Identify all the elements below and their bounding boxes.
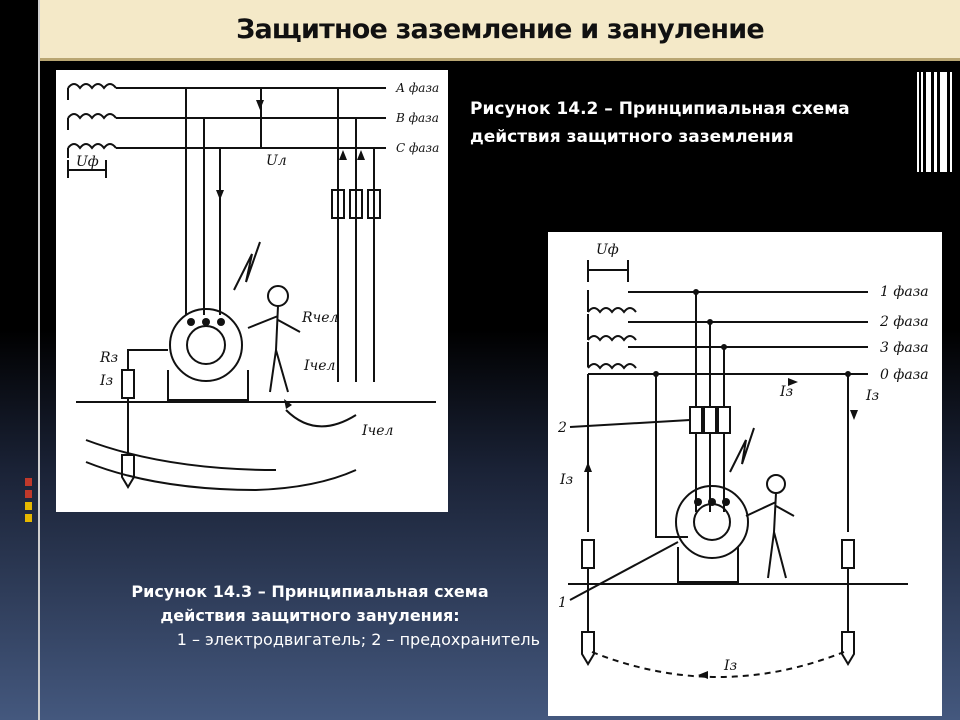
label-phase-1: 1 фаза (880, 284, 929, 300)
neutralization-diagram-svg: Uф 1 фаза 2 фаза 3 фаза 0 фаза Iз Iз Iз … (557, 242, 929, 679)
decor-squares-left (25, 478, 35, 528)
label-i-z-mid: Iз (779, 384, 793, 400)
grounding-diagram: А фаза В фаза С фаза Uф Uл Rчел Iчел Iче… (56, 70, 448, 512)
title-bar: Защитное заземление и зануление (40, 0, 960, 61)
decor-bars-right (917, 72, 957, 172)
grounding-caption-line2: действия защитного заземления (470, 127, 794, 147)
left-divider-line (38, 0, 40, 720)
neutralization-diagram: Uф 1 фаза 2 фаза 3 фаза 0 фаза Iз Iз Iз … (548, 232, 942, 716)
neutralization-caption-line3: 1 – электродвигатель; 2 – предохранитель (176, 630, 540, 649)
label-i-z-right: Iз (865, 388, 879, 404)
label-i-person-ground: Iчел (361, 423, 393, 439)
label-u-line: Uл (266, 153, 287, 169)
label-u-phase: Uф (76, 154, 99, 170)
label-phase-b: В фаза (395, 111, 439, 125)
neutralization-caption-line2: действия защитного зануления: (160, 606, 460, 625)
label-i-z-left: Iз (559, 472, 573, 488)
label-i-ground: Iз (99, 373, 113, 389)
label-phase-3: 3 фаза (880, 340, 929, 356)
label-u-phase-2: Uф (596, 242, 619, 258)
grounding-diagram-svg: А фаза В фаза С фаза Uф Uл Rчел Iчел Iче… (67, 81, 439, 492)
label-marker-1: 1 (558, 595, 567, 611)
neutralization-caption-line1: Рисунок 14.3 – Принципиальная схема (131, 582, 489, 601)
label-phase-a: А фаза (395, 81, 439, 95)
neutralization-caption: Рисунок 14.3 – Принципиальная схема дейс… (80, 580, 540, 652)
label-phase-2: 2 фаза (879, 314, 929, 330)
grounding-caption: Рисунок 14.2 – Принципиальная схема дейс… (470, 95, 910, 151)
label-phase-0: 0 фаза (880, 367, 929, 383)
label-marker-2: 2 (557, 420, 567, 436)
grounding-caption-line1: Рисунок 14.2 – Принципиальная схема (470, 99, 850, 119)
label-r-ground: Rз (99, 350, 118, 366)
label-i-person-small: Iчел (303, 358, 335, 374)
label-i-z-bottom: Iз (723, 658, 737, 674)
label-phase-c: С фаза (396, 141, 439, 155)
slide-title: Защитное заземление и зануление (236, 13, 765, 45)
label-r-person: Rчел (301, 310, 338, 326)
